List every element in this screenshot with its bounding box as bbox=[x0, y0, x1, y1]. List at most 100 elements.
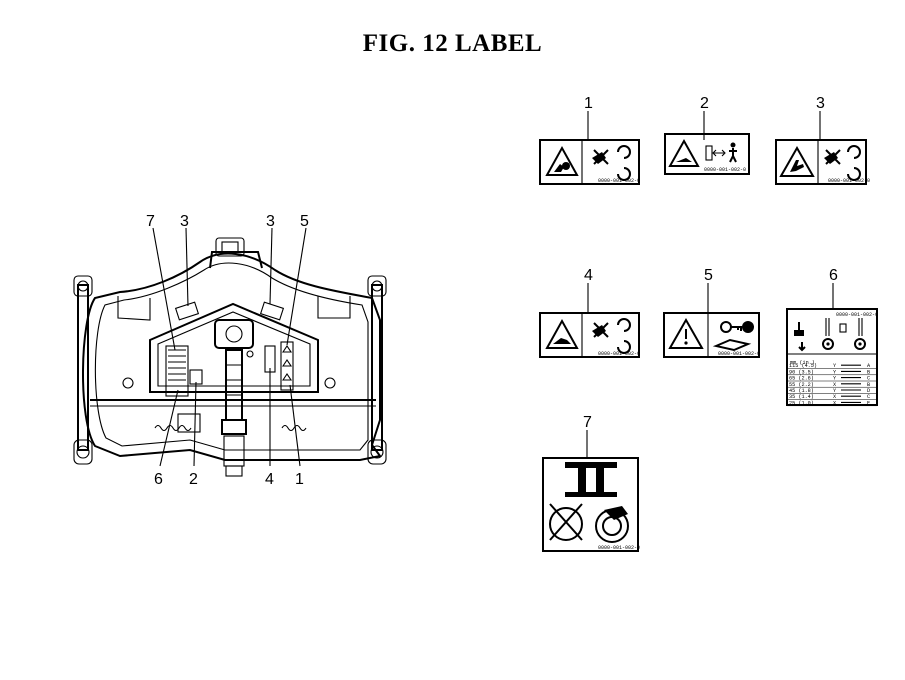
label-7-guard-off-icon bbox=[549, 507, 583, 541]
right-bolt-hole bbox=[324, 377, 336, 389]
right-baffle bbox=[317, 296, 351, 319]
left-rear-wheel bbox=[76, 445, 90, 459]
label-2-warning-triangle bbox=[668, 138, 700, 167]
front-pivot-pin bbox=[221, 241, 239, 253]
label-7-pulley-right bbox=[596, 466, 604, 494]
label-4-frame bbox=[539, 312, 640, 358]
deck-decal-3-left bbox=[174, 301, 200, 321]
label-6-gauge-right bbox=[858, 318, 863, 336]
label-7-pulley-left bbox=[578, 466, 586, 494]
label-6-header: mm (in.) bbox=[790, 360, 815, 366]
label-3-warning-triangle bbox=[779, 145, 815, 177]
height-table-spacer-cell: Y bbox=[833, 388, 837, 394]
label-5-code: 0000-001-002-0 bbox=[718, 351, 760, 357]
deck-decal-7-lines bbox=[168, 349, 186, 387]
label-3-foot-icon bbox=[790, 160, 804, 172]
label-4-number: 4 bbox=[584, 267, 593, 284]
gearbox bbox=[214, 319, 254, 349]
height-table-spacer-cell: X bbox=[833, 394, 837, 400]
label-5: 5 0000-001-002-0 bbox=[663, 267, 760, 358]
label-4-rotate-bottom-icon bbox=[617, 340, 631, 354]
label-7-code: 0000-001-002-0 bbox=[598, 545, 640, 551]
label-1-frame bbox=[539, 139, 640, 185]
front-pivot-bracket bbox=[215, 237, 245, 257]
left-bolt-hole bbox=[122, 377, 134, 389]
height-table-spacer-cell: X bbox=[833, 400, 837, 406]
height-table-position-cell: A bbox=[867, 363, 871, 369]
label-4-code: 0000-001-002-0 bbox=[598, 351, 640, 357]
label-1-code: 0000-001-002-0 bbox=[598, 178, 640, 184]
deck-callout-7: 7 bbox=[146, 213, 155, 230]
pto-end bbox=[223, 435, 245, 467]
right-front-wheel bbox=[371, 280, 383, 292]
left-rear-caster bbox=[73, 439, 93, 465]
height-table-height-cell: 45 (1.8) bbox=[789, 388, 814, 394]
mower-deck-drawing bbox=[73, 237, 387, 477]
left-baffle bbox=[117, 296, 151, 321]
label-4: 4 0000-001-002-0 bbox=[539, 267, 640, 358]
height-table-height-cell: 35 (1.4) bbox=[789, 394, 814, 400]
right-rear-wheel bbox=[370, 445, 384, 459]
right-front-caster bbox=[367, 275, 387, 297]
label-1-rotate-top-icon bbox=[617, 145, 631, 159]
height-table-position-cell: E bbox=[867, 400, 870, 406]
left-front-caster bbox=[73, 275, 93, 297]
pto-tip bbox=[225, 465, 243, 477]
height-table-height-cell: 55 (2.2) bbox=[789, 382, 814, 388]
label-3-cross-icon bbox=[825, 149, 841, 165]
label-6-wheel-left-icon bbox=[822, 338, 834, 350]
label-2-number: 2 bbox=[700, 95, 709, 112]
label-7-belt-top bbox=[565, 462, 617, 468]
label-1: 1 0000-001-002-0 bbox=[539, 95, 640, 185]
right-caster-arm bbox=[371, 284, 383, 451]
label-6-number: 6 bbox=[829, 267, 838, 284]
label-3-code: 0000-001-002-0 bbox=[828, 178, 870, 184]
label-3-frame bbox=[775, 139, 867, 185]
deck-decal-3-right bbox=[259, 301, 285, 321]
label-4-hand-blade-icon bbox=[553, 338, 571, 344]
deck-callout-3a: 3 bbox=[180, 213, 189, 230]
height-table-position-cell: C bbox=[867, 394, 870, 400]
label-3: 3 0000-001-002-0 bbox=[775, 95, 870, 185]
rear-plate-inner bbox=[157, 311, 311, 387]
gearbox-bolt bbox=[246, 350, 254, 358]
label-6-gauge-left bbox=[825, 318, 830, 336]
left-front-wheel bbox=[77, 280, 89, 292]
label-3-rotate-top-icon bbox=[847, 145, 861, 159]
deck-callout-4: 4 bbox=[265, 471, 274, 488]
label-7-belt-bottom bbox=[565, 492, 617, 497]
left-caster-arm bbox=[77, 284, 89, 451]
height-table-spacer-cell: X bbox=[833, 382, 837, 388]
label-2-distance-arrow-icon bbox=[712, 149, 726, 157]
height-table-height-cell: 25 (1.0) bbox=[789, 400, 814, 406]
height-table-spacer-cell: Y bbox=[833, 369, 837, 375]
label-5-key-icon bbox=[720, 321, 732, 333]
label-7: 7 0000-001-002-0 bbox=[542, 414, 640, 552]
label-1-cross-icon bbox=[593, 149, 609, 165]
deck-decal-7 bbox=[165, 345, 189, 397]
deck-rear-plate bbox=[149, 302, 319, 393]
label-2-person-head bbox=[730, 142, 736, 148]
height-table-height-cell: 115 (4.5) bbox=[789, 363, 817, 369]
label-5-manual-icon bbox=[712, 338, 752, 352]
label-7-frame bbox=[542, 457, 639, 552]
deck-callout-3b: 3 bbox=[266, 213, 275, 230]
label-6-wheel-right-icon bbox=[854, 338, 866, 350]
label-2-code: 0000-001-002-0 bbox=[704, 167, 746, 173]
height-table-position-cell: B bbox=[867, 369, 870, 375]
right-caster-assembly bbox=[367, 275, 387, 465]
label-5-key-head bbox=[742, 321, 754, 333]
label-4-cross-icon bbox=[593, 322, 609, 338]
label-2-person-icon bbox=[729, 148, 737, 163]
deck-decal-5-1-triangles bbox=[281, 345, 293, 381]
right-spring bbox=[281, 424, 307, 432]
height-table-height-cell: 65 (2.6) bbox=[789, 376, 814, 382]
label-5-frame bbox=[663, 312, 760, 358]
height-table-position-cell: B bbox=[867, 382, 870, 388]
height-table-position-cell: D bbox=[867, 388, 870, 394]
label-2-frame bbox=[664, 133, 750, 175]
label-1-number: 1 bbox=[584, 95, 593, 112]
